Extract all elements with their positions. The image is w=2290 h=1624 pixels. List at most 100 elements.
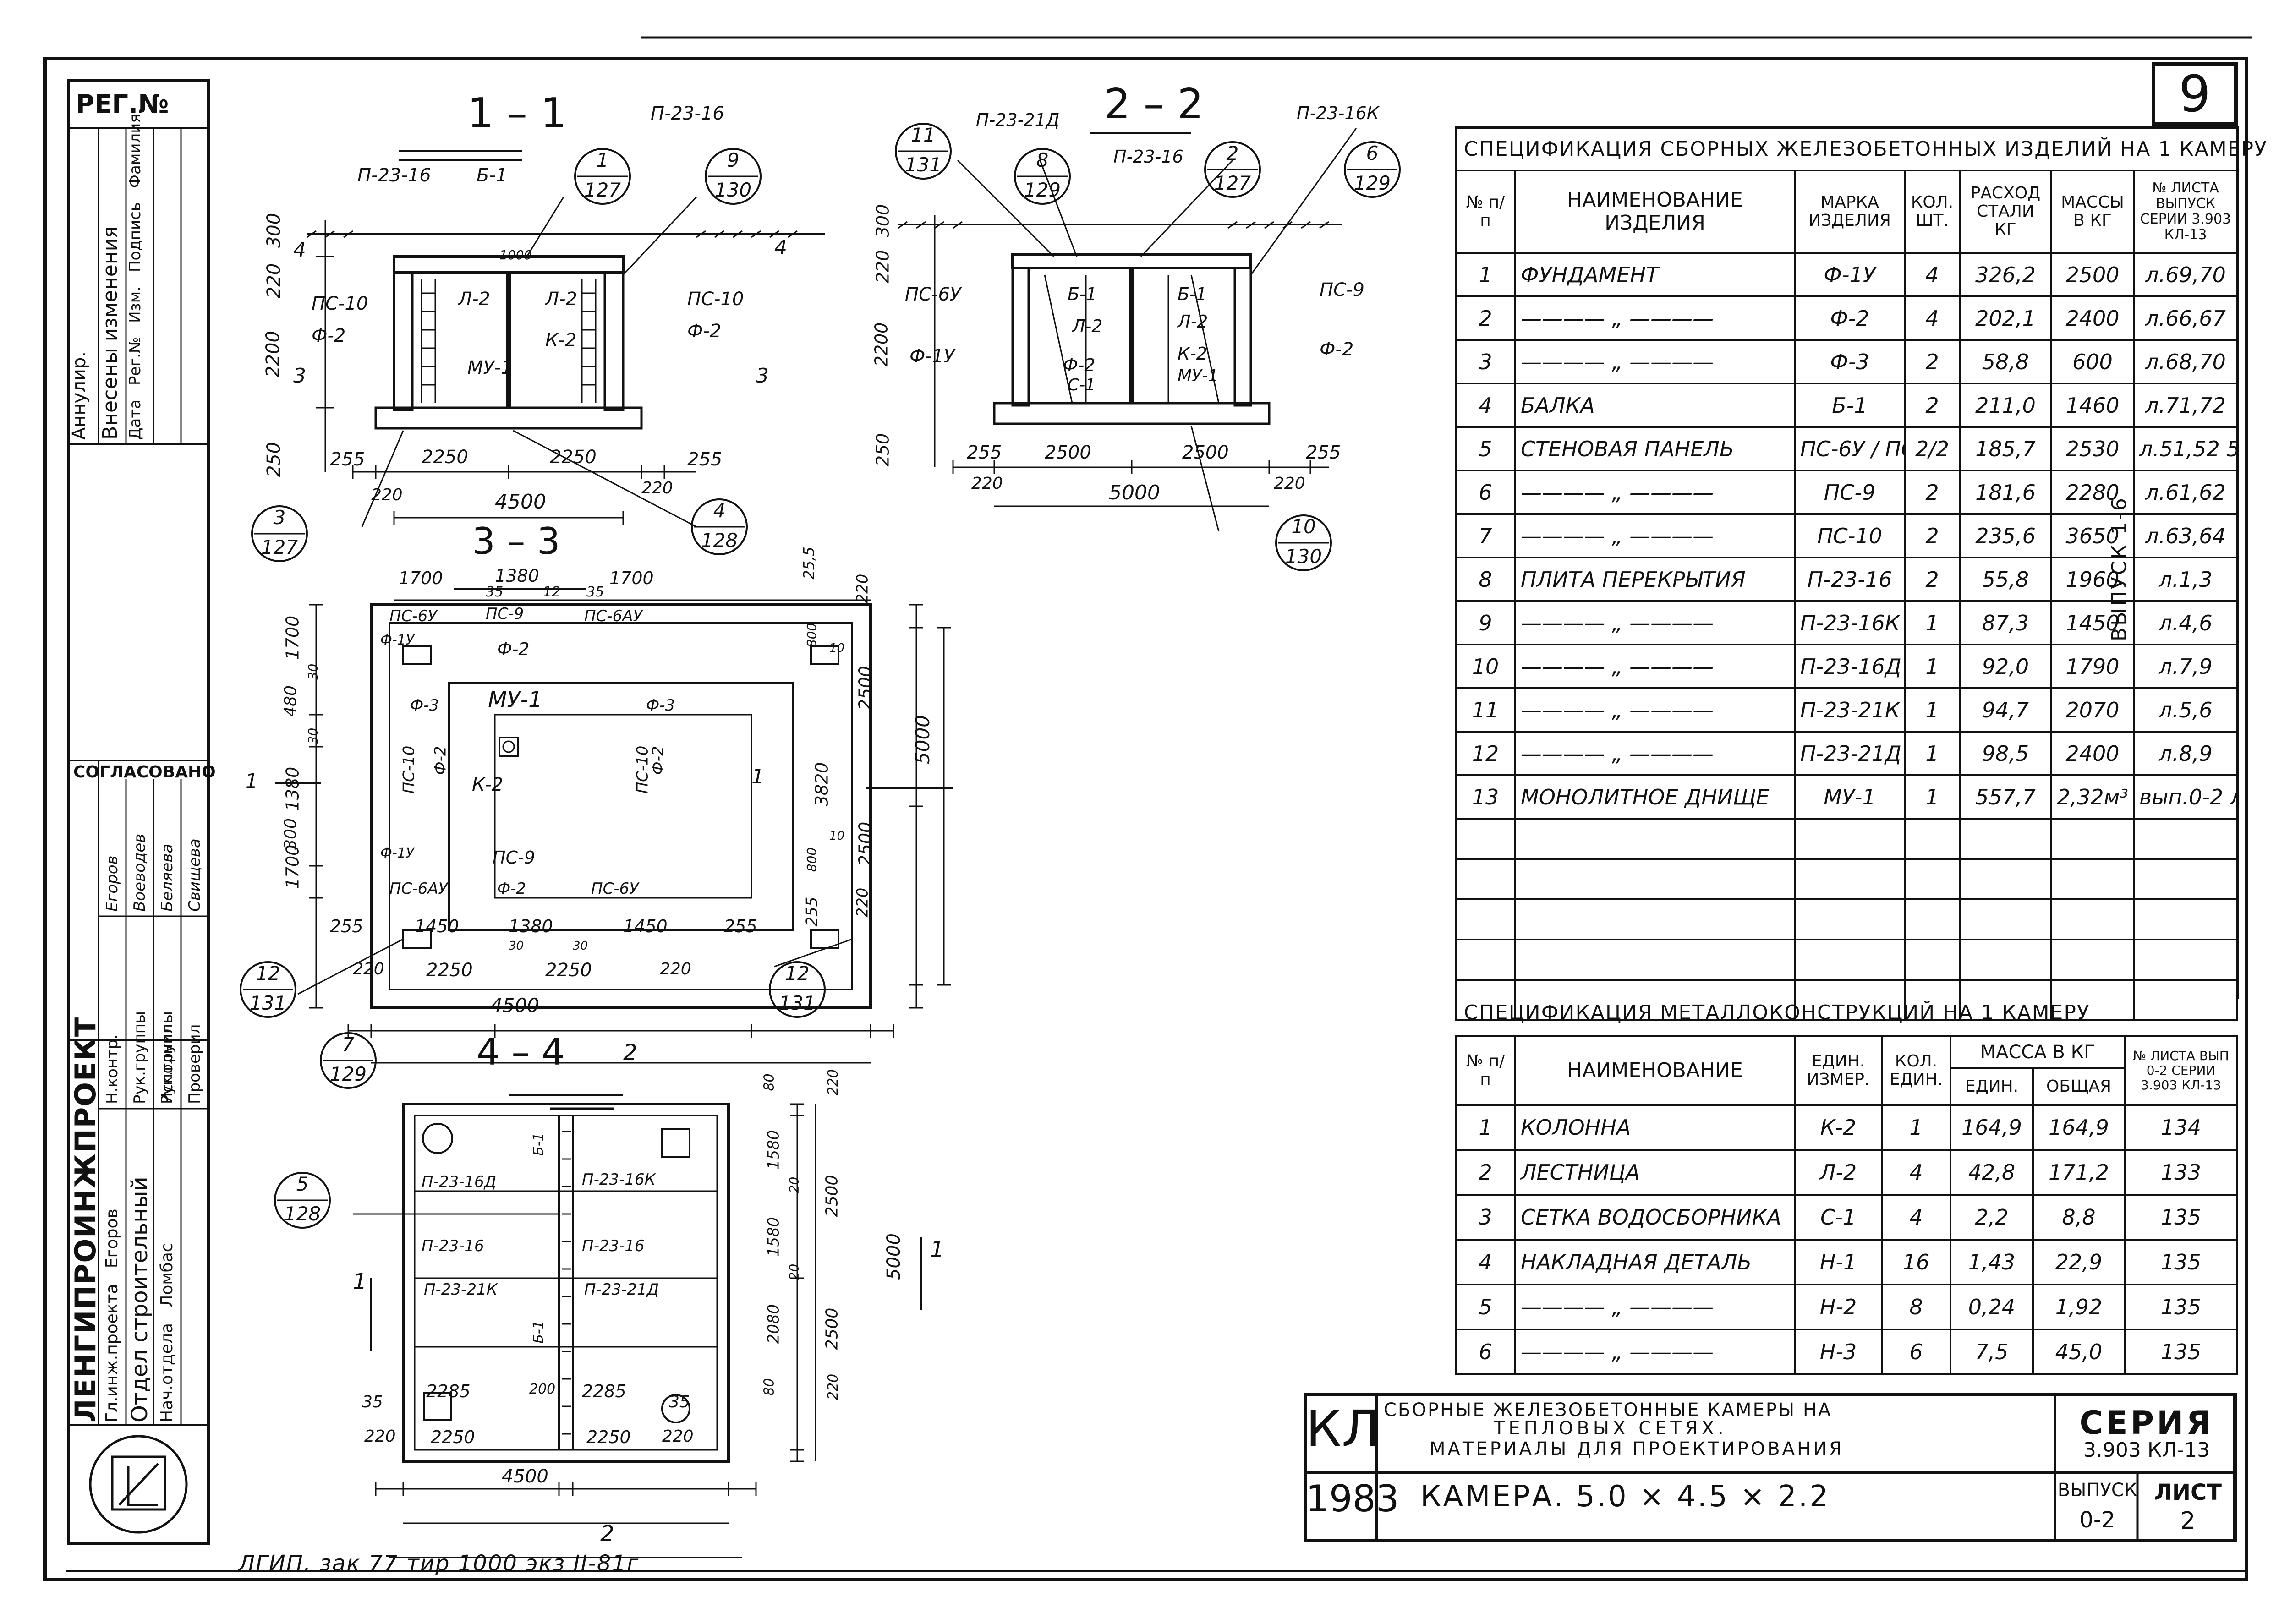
tb-name: КАМЕРА. 5.0 × 4.5 × 2.2 — [1420, 1480, 1830, 1514]
s33-label-k2: К-2 — [472, 774, 504, 795]
s44-dim-b-2250b: 2250 — [586, 1427, 631, 1447]
spec1-empty-cell — [1904, 939, 1961, 981]
changes-date: Дата — [126, 399, 144, 440]
s44-label-p2321k: П-23-21К — [424, 1280, 498, 1299]
spec1-empty-cell — [1514, 858, 1796, 900]
spec2-cell: 6 — [1881, 1329, 1951, 1375]
s11-label-p2316-a: П-23-16 — [357, 165, 431, 186]
spec1-cell: 4 — [1904, 252, 1961, 297]
s22-dim-h-255b: 255 — [1306, 442, 1341, 463]
spec1-empty-cell — [1794, 979, 1906, 1021]
s44-mark-1-left: 1 — [353, 1269, 367, 1295]
s11-callout-4-top: 4 — [713, 499, 726, 522]
s11-dim-h-2250b: 2250 — [550, 447, 597, 468]
spec2-cell: 135 — [2124, 1284, 2239, 1330]
s33-label-f2-right: Ф-2 — [649, 746, 668, 775]
spec1-cell: ПЛИТА ПЕРЕКРЫТИЯ — [1514, 557, 1796, 602]
reg-label: РЕГ.№ — [76, 89, 169, 119]
spec2-cell: 133 — [2124, 1149, 2239, 1196]
s33-dim-right-2500a: 2500 — [855, 666, 876, 711]
section-1-1-drawing — [307, 150, 825, 528]
spec1-cell: СТЕНОВАЯ ПАНЕЛЬ — [1514, 426, 1796, 471]
s33-dim-bot-255b: 255 — [724, 916, 757, 936]
s11-dim-h-2250a: 2250 — [422, 447, 468, 468]
s33-callout-12-left — [240, 961, 296, 1018]
spec1-empty-cell — [2050, 858, 2135, 900]
spec2-cell: КОЛОННА — [1514, 1104, 1796, 1151]
spec1-cell: Ф-1У — [1794, 252, 1906, 297]
name-2: Воеводев — [131, 833, 149, 912]
spec1-cell: 1450 — [2050, 600, 2135, 645]
spec1-cell: 2530 — [2050, 426, 2135, 471]
s22-dim-v-250: 250 — [872, 433, 893, 467]
spec2-h-mass-unit: ЕДИН. — [1950, 1067, 2034, 1106]
tb-issue-label: ВЫПУСК — [2057, 1480, 2137, 1501]
spec1-empty-row — [1455, 858, 2238, 900]
footer-note: ЛГИП. зак 77 тир 1000 экз II-81г — [238, 1551, 640, 1576]
s33-label-ps6u-b: ПС-6У — [591, 880, 639, 898]
spec1-cell: МУ-1 — [1794, 774, 1906, 820]
spec2-table: № п/п НАИМЕНОВАНИЕ ЕДИН. ИЗМЕР. КОЛ. ЕДИ… — [1455, 1035, 2239, 1375]
spec1-table: № п/п НАИМЕНОВАНИЕ ИЗДЕЛИЯ МАРКА ИЗДЕЛИЯ… — [1455, 170, 2238, 1021]
spec1-empty-row — [1455, 979, 2238, 1021]
tb-kl: КЛ — [1306, 1400, 1380, 1458]
s33-dim-right-10b: 10 — [829, 829, 845, 843]
spec1-cell: ———— „ ———— — [1514, 513, 1796, 558]
tb-year: 1983 — [1306, 1477, 1399, 1520]
spec1-cell: 3 — [1455, 339, 1516, 384]
s22-callout-6-bottom: 129 — [1353, 172, 1391, 194]
s22-dim-h-220a: 220 — [971, 474, 1003, 493]
section-4-4-drawing — [353, 1094, 922, 1558]
spec2-h-mass-total: ОБЩАЯ — [2032, 1067, 2126, 1106]
spec1-cell: 326,2 — [1959, 252, 2052, 297]
spec2-cell: 8,8 — [2032, 1194, 2126, 1241]
spec2-title: СПЕЦИФИКАЦИЯ МЕТАЛЛОКОНСТРУКЦИЙ НА 1 КАМ… — [1464, 1001, 2090, 1024]
s22-callout-11-top: 11 — [911, 124, 936, 146]
s33-dim-right-220a: 220 — [853, 574, 872, 604]
s33-dim-top-1700b: 1700 — [609, 568, 654, 588]
spec1-cell: 181,6 — [1959, 470, 2052, 515]
s33-dim-bot-30a: 30 — [509, 939, 524, 953]
spec2-cell: 3 — [1455, 1194, 1516, 1241]
spec1-cell: ПС-6У / ПС-6АУ — [1794, 426, 1906, 471]
section-2-2-title: 2 – 2 — [1104, 80, 1204, 128]
spec1-cell: П-23-21Д — [1794, 731, 1906, 776]
spec1-cell: 235,6 — [1959, 513, 2052, 558]
spec2-cell: 6 — [1455, 1329, 1516, 1375]
spec1-cell: л.69,70 — [2133, 252, 2238, 297]
spec1-cell: П-23-16Д — [1794, 644, 1906, 689]
s22-dim-h-255a: 255 — [967, 442, 1002, 463]
spec1-cell: 1790 — [2050, 644, 2135, 689]
s33-dim-left-30a: 30 — [305, 663, 321, 680]
spec1-cell: л.68,70 — [2133, 339, 2238, 384]
spec1-cell: л.63,64 — [2133, 513, 2238, 558]
spec1-cell: ПС-9 — [1794, 470, 1906, 515]
s33-label-ps9a: ПС-9 — [486, 605, 524, 623]
spec1-empty-cell — [1455, 898, 1516, 940]
s22-label-f2a: Ф-2 — [1063, 355, 1096, 375]
spec1-cell: 1 — [1455, 252, 1516, 297]
spec1-side-label: ВЫПУСК 1-6 — [2108, 496, 2131, 641]
spec1-empty-cell — [1794, 858, 1906, 900]
s44-label-p2316k: П-23-16К — [582, 1170, 656, 1189]
spec2-cell: Н-1 — [1794, 1239, 1883, 1285]
spec1-cell: П-23-16 — [1794, 557, 1906, 602]
s33-label-ps6au-a: ПС-6АУ — [584, 607, 643, 625]
s11-callout-3-bottom: 127 — [261, 536, 298, 558]
s33-dim-bot-2250a: 2250 — [426, 960, 473, 981]
s11-dim-v-300: 300 — [263, 213, 285, 248]
spec1-h-mass: МАССЫ В КГ — [2050, 170, 2135, 254]
spec2-cell: 16 — [1881, 1239, 1951, 1285]
spec1-cell: 1 — [1904, 600, 1961, 645]
spec2-cell: ———— „ ———— — [1514, 1284, 1796, 1330]
changes-column-2: Внесены изменения — [99, 124, 126, 440]
spec1-cell: 92,0 — [1959, 644, 2052, 689]
s22-dim-v-300: 300 — [872, 204, 893, 238]
